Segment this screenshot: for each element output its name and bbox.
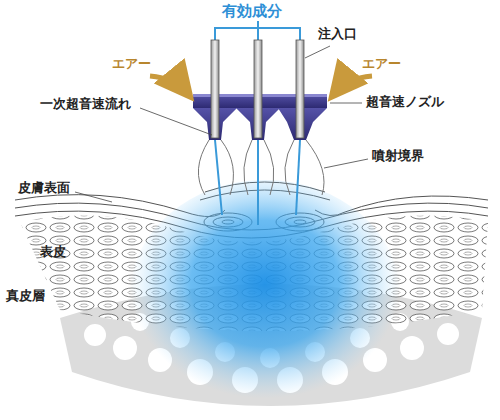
part-label: 真皮層: [6, 288, 45, 304]
part-label: 超音速ノズル: [366, 94, 444, 110]
part-label: エアー: [112, 56, 151, 72]
part-label: 皮膚表面: [18, 180, 70, 196]
part-label: 有効成分: [222, 2, 282, 20]
part-label: 一次超音速流れ: [40, 96, 131, 112]
part-label: 表皮: [40, 244, 66, 260]
part-label: 注入口: [318, 26, 357, 42]
part-label: 噴射境界: [372, 148, 424, 164]
part-label: エアー: [362, 56, 401, 72]
